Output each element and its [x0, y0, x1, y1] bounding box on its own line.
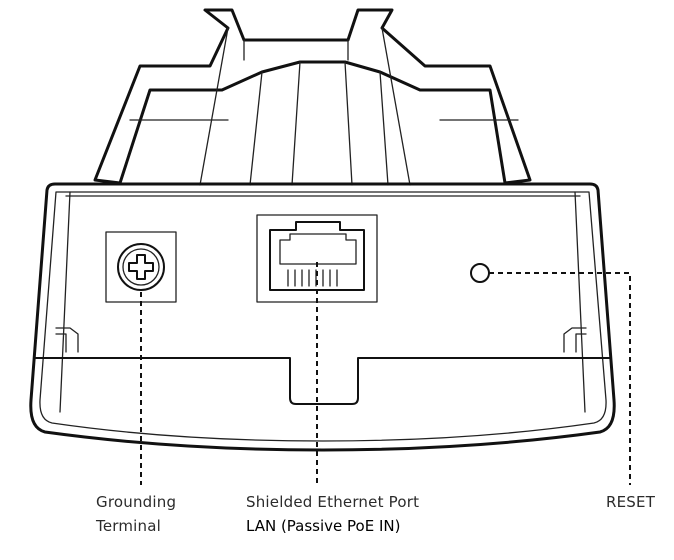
reset-leader-line	[489, 272, 631, 485]
reset-label: RESET	[606, 493, 656, 511]
ethernet-label-line1: Shielded Ethernet Port	[246, 493, 419, 511]
ethernet-label-line2: LAN (Passive PoE IN)	[246, 517, 400, 535]
grounding-label-line2: Terminal	[95, 517, 161, 535]
mount-bracket	[93, 8, 532, 186]
screw-cross-icon	[128, 254, 154, 280]
device-housing	[29, 182, 616, 452]
grounding-label-line1: Grounding	[96, 493, 176, 511]
grounding-terminal	[105, 231, 177, 303]
reset-button[interactable]	[470, 263, 490, 283]
ethernet-port	[256, 214, 378, 303]
ethernet-port-pins	[287, 269, 338, 287]
